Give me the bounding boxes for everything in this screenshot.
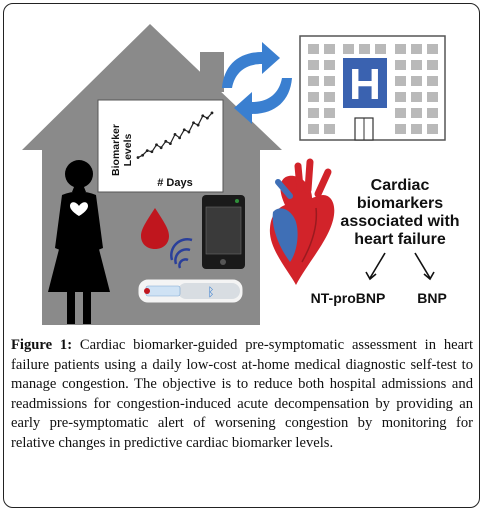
hospital-window [308,44,319,54]
heart-icon [70,202,88,216]
chart-xlabel: # Days [157,177,192,189]
trend-point [196,123,200,127]
hospital-window [324,44,335,54]
hospital-window [395,60,406,70]
biomarker-chart-panel: Biomarker Levels # Days [97,99,224,193]
hospital-window [324,92,335,102]
hospital-window [395,92,406,102]
biomarker-text-line-1: Cardiac [371,177,430,194]
chart-ylabel-2: Levels [122,134,134,167]
hospital-window [427,92,438,102]
hospital-icon: H [299,35,446,141]
trend-point [141,153,145,157]
hospital-sign-letter: H [349,60,381,109]
trend-point [201,114,205,118]
wireless-icon [170,238,193,269]
hospital-window [324,108,335,118]
figure-frame [3,3,480,508]
hospital-window [395,76,406,86]
caption-label: Figure 1: [11,337,73,353]
trend-point [136,156,140,159]
hospital-window [395,44,406,54]
hospital-window [308,76,319,86]
hospital-window [427,108,438,118]
trend-point [159,146,163,150]
hospital-window [324,76,335,86]
trend-point [145,149,149,153]
trend-point [192,121,195,125]
branch-arrows [365,252,435,281]
smartphone-icon [202,195,245,269]
trend-point [173,132,177,136]
hospital-window [411,44,422,54]
trend-point [178,136,182,140]
biomarker-text-line-3: associated with [340,213,459,230]
hospital-window [427,76,438,86]
figure-caption: Figure 1: Cardiac biomarker-guided pre-s… [11,336,473,454]
chimney [200,52,224,92]
self-test-device-icon: ᛒ [137,278,244,304]
hospital-window [308,92,319,102]
hospital-window [411,60,422,70]
hospital-window [308,108,319,118]
hospital-window [308,60,319,70]
trend-point [210,111,214,115]
hospital-window [359,44,370,54]
trend-point [187,130,191,134]
trend-point [155,143,158,147]
caption-text: Cardiac biomarker-guided pre-symptomatic… [11,337,473,451]
hospital-window [343,44,354,54]
blood-drop-icon [141,208,169,249]
hospital-window [324,124,335,134]
trend-point [168,142,172,146]
trend-point [150,150,154,154]
figure-illustration: Biomarker Levels # Days ᛒ [22,24,460,325]
hospital-window [411,124,422,134]
biomarker-text-line-2: biomarkers [357,195,443,212]
trend-point [182,128,186,132]
hospital-window [411,76,422,86]
hospital-window [427,124,438,134]
biomarker-text-line-4: heart failure [354,231,446,248]
hospital-window [427,60,438,70]
hospital-window [411,92,422,102]
anatomical-heart-icon [269,158,335,285]
marker-nt-probnp: NT-proBNP [311,290,386,306]
bluetooth-icon: ᛒ [207,285,214,299]
exchange-arrows-icon [222,42,292,124]
marker-bnp: BNP [417,290,447,306]
chart-ylabel-1: Biomarker [110,124,122,176]
hospital-window [308,124,319,134]
hospital-window [411,108,422,118]
hospital-window [395,124,406,134]
hospital-window [324,60,335,70]
hospital-window [375,44,386,54]
hospital-window [427,44,438,54]
hospital-window [395,108,406,118]
patient-woman-icon [48,160,110,324]
trend-point [164,139,168,143]
trend-point [205,116,209,120]
